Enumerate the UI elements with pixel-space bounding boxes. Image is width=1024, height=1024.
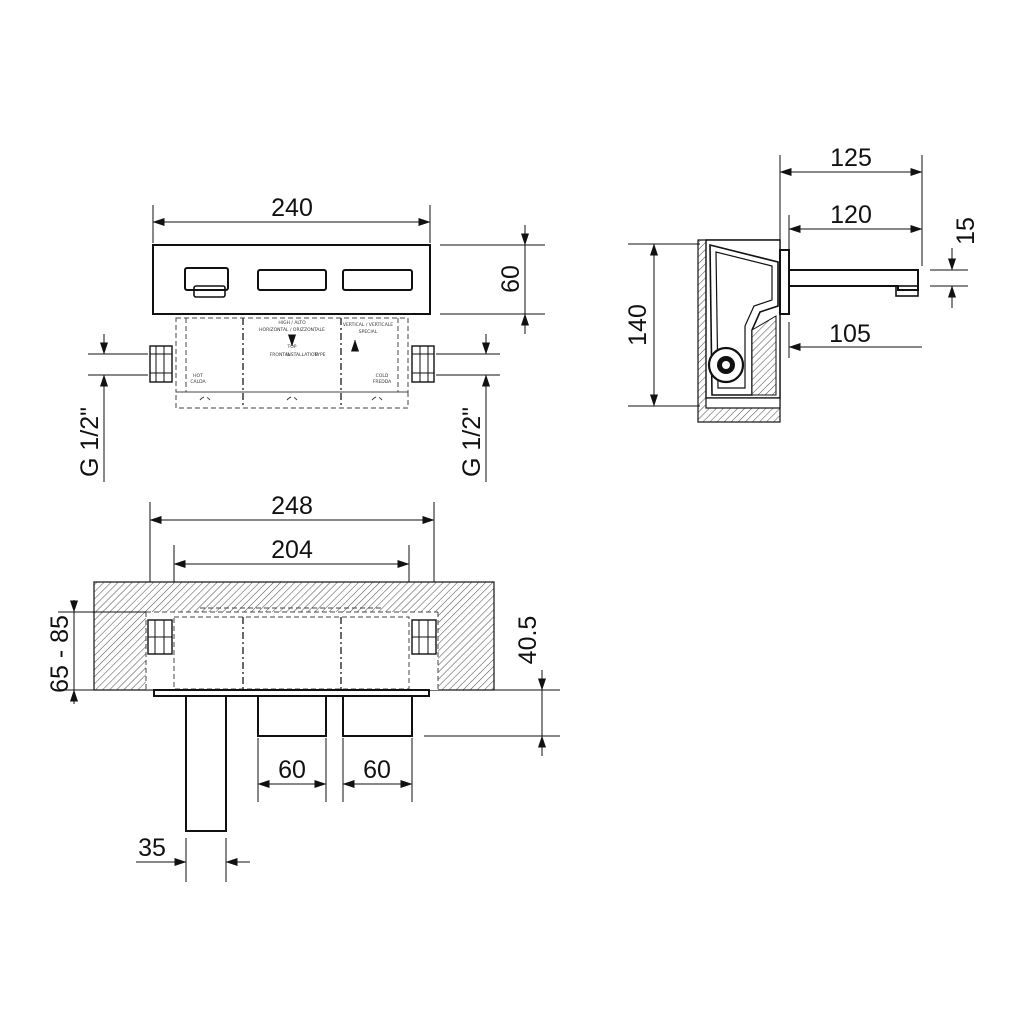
label-horizontal: HORIZONTAL / ORIZZONTALE — [259, 327, 325, 333]
spout-outlet-mouth — [193, 285, 226, 298]
right-inlet-top — [411, 619, 437, 655]
label-center-left: FRONTAL — [270, 352, 291, 358]
wall-recess — [146, 612, 438, 690]
hidden-body-base — [175, 391, 409, 409]
label-center-right: TYPE — [313, 352, 325, 358]
cover-plate-side — [779, 249, 790, 315]
dim-outer-width-248: 248 — [271, 492, 313, 520]
dim-inner-width-204: 204 — [271, 536, 313, 564]
side-view: 125 120 15 140 105 — [624, 144, 980, 423]
dim-handle-depth-105: 105 — [829, 320, 871, 348]
dim-left-inlet: G 1/2" — [76, 407, 104, 477]
spout-outlet — [184, 267, 229, 291]
label-center-mid: INSTALLATION — [286, 352, 318, 358]
label-hot: HOT — [193, 373, 203, 379]
label-vertical: VERTICAL / VERTICALE — [343, 322, 393, 328]
body-hatch — [751, 315, 777, 396]
handle-right-top — [342, 695, 413, 737]
dim-total-depth-125: 125 — [830, 144, 872, 172]
label-top: TOP — [286, 344, 296, 350]
hidden-clip — [199, 396, 211, 401]
hidden-clip — [371, 396, 383, 401]
valve-roller-hole — [722, 361, 730, 369]
label-hot-it: CALDA — [190, 379, 206, 385]
body-outline — [709, 243, 779, 396]
handle-left-top — [257, 695, 327, 737]
dim-body-height-140: 140 — [624, 304, 652, 346]
dim-spout-width-35: 35 — [138, 834, 166, 862]
hidden-body — [175, 317, 409, 393]
top-view: 248 204 — [46, 492, 560, 882]
left-inlet-top — [147, 619, 173, 655]
dim-handle1-width-60: 60 — [278, 756, 306, 784]
left-inlet — [149, 345, 173, 383]
label-cold-it: FREDDA — [373, 379, 392, 385]
spout-top — [185, 695, 227, 832]
dim-projection-40-5: 40.5 — [514, 616, 542, 665]
cover-plate — [152, 244, 431, 315]
label-vertical-sub: SPECIAL — [359, 329, 378, 335]
label-cold: COLD — [376, 373, 389, 379]
right-inlet — [411, 345, 435, 383]
body-outline-inner — [715, 251, 773, 389]
dim-wall-depth-65-85: 65 - 85 — [46, 615, 74, 693]
spout-tip — [895, 285, 919, 297]
front-view: 240 60 HIGH / ALTO HORIZONTAL / ORIZZONT… — [76, 194, 545, 482]
dim-spout-height-15: 15 — [952, 217, 980, 245]
dim-spout-length-120: 120 — [830, 201, 872, 229]
dim-handle2-width-60: 60 — [363, 756, 391, 784]
dim-right-inlet: G 1/2" — [458, 407, 486, 477]
handle-slot-right — [342, 269, 413, 291]
body-bottom — [705, 397, 781, 409]
handle-slot-left — [257, 269, 327, 291]
hidden-clip — [286, 396, 298, 401]
label-high: HIGH / ALTO — [278, 320, 306, 326]
dim-width-240: 240 — [271, 194, 313, 222]
dim-plate-height-60: 60 — [497, 265, 525, 293]
spout-side — [789, 269, 919, 291]
